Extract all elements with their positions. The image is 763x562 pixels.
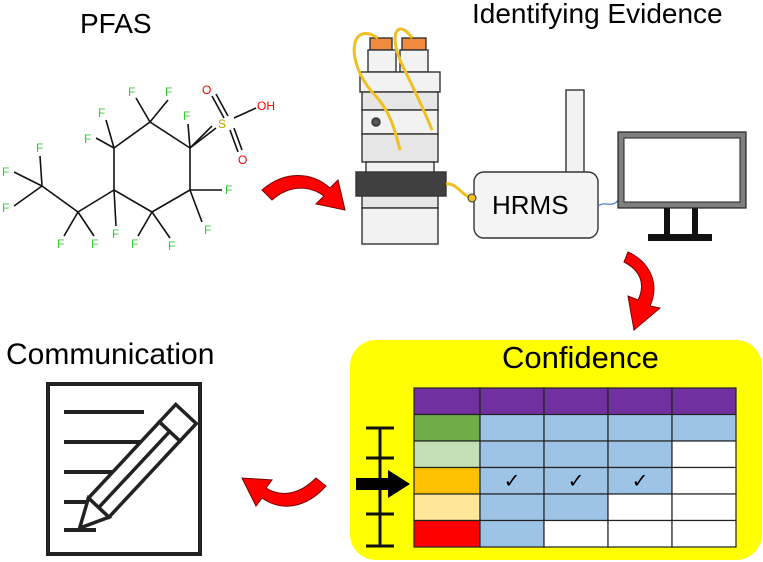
table-cell <box>607 466 673 495</box>
red-curved-arrow <box>241 477 327 507</box>
table-cell <box>607 440 673 469</box>
table-cell <box>543 413 609 442</box>
hrms-label: HRMS <box>492 190 569 220</box>
check-mark: ✓ <box>568 469 585 493</box>
oh-group: OH <box>257 99 275 113</box>
table-cell <box>543 519 609 548</box>
lc-stack-icon <box>355 37 447 245</box>
table-cell <box>479 440 545 469</box>
table-cell <box>671 466 737 495</box>
s-atom: S <box>218 117 226 131</box>
f-atom: F <box>2 165 9 179</box>
table-cell <box>607 519 673 548</box>
f-atom: F <box>131 237 138 251</box>
check-mark: ✓ <box>632 469 649 493</box>
f-atom: F <box>91 237 98 251</box>
f-atom: F <box>98 106 105 120</box>
table-header-cell <box>671 387 737 416</box>
o-atom: O <box>238 153 247 167</box>
confidence-level-swatch <box>413 493 481 522</box>
f-atom: F <box>57 237 64 251</box>
confidence-label: Confidence <box>502 340 659 375</box>
table-cell <box>543 466 609 495</box>
table-header-cell <box>543 387 609 416</box>
table-cell <box>543 440 609 469</box>
table-header-cell <box>413 387 481 416</box>
table-cell <box>671 493 737 522</box>
table-cell <box>671 519 737 548</box>
fluorine-atoms: F F F F F F F F F F F F F F F <box>2 85 232 253</box>
table-cell <box>479 519 545 548</box>
confidence-level-swatch <box>413 440 481 469</box>
monitor-icon <box>617 131 747 241</box>
table-header-cell <box>479 387 545 416</box>
f-atom: F <box>36 141 43 155</box>
table-cell <box>479 413 545 442</box>
f-atom: F <box>128 85 135 99</box>
confidence-table: ✓ ✓ ✓ <box>413 387 737 548</box>
red-curved-arrow <box>623 251 662 331</box>
level-pointer-arrow <box>356 470 410 498</box>
f-atom: F <box>2 201 9 215</box>
table-cell <box>671 413 737 442</box>
o-atom: O <box>202 83 211 97</box>
table-cell <box>479 493 545 522</box>
table-cell <box>607 413 673 442</box>
f-atom: F <box>183 109 190 123</box>
f-atom: F <box>84 132 91 146</box>
f-atom: F <box>225 183 232 197</box>
f-atom: F <box>112 227 119 241</box>
confidence-level-swatch <box>413 519 481 548</box>
table-cell <box>607 493 673 522</box>
table-cell <box>671 440 737 469</box>
data-cable <box>597 197 621 207</box>
f-atom: F <box>204 223 211 237</box>
table-cell <box>543 493 609 522</box>
mass-spectrometer <box>467 89 599 239</box>
f-atom: F <box>165 85 172 99</box>
check-mark: ✓ <box>504 469 521 493</box>
f-atom: F <box>168 239 175 253</box>
table-header-cell <box>607 387 673 416</box>
chemical-structure <box>13 93 257 239</box>
confidence-level-swatch <box>413 466 481 495</box>
pfas-label: PFAS <box>80 8 152 39</box>
communication-label: Communication <box>6 338 215 371</box>
red-curved-arrow <box>261 175 346 211</box>
confidence-level-swatch <box>413 413 481 442</box>
identifying-evidence-label: Identifying Evidence <box>472 0 723 29</box>
document-pencil-icon <box>46 382 202 556</box>
